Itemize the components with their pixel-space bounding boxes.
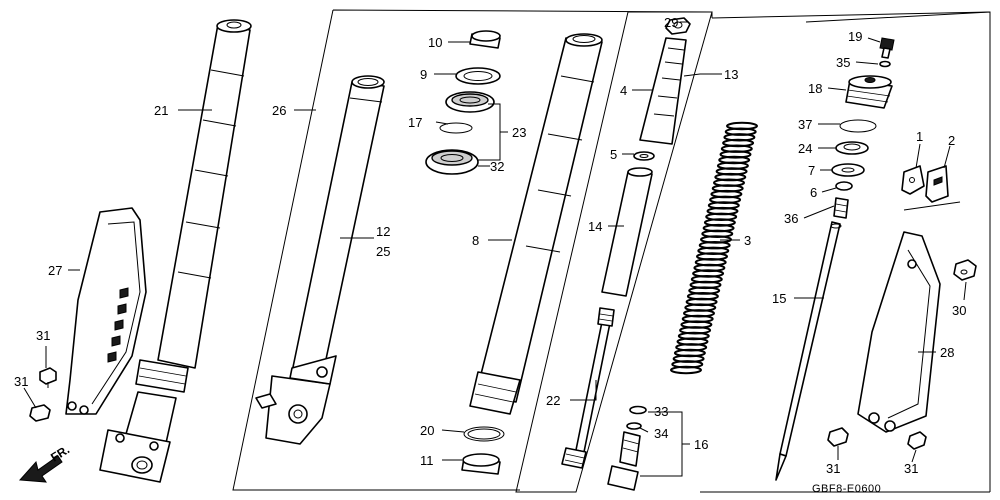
- callout-14: 14: [588, 219, 602, 234]
- callout-2: 2: [948, 133, 955, 148]
- spacer-36: [833, 197, 849, 219]
- callout-31-left-a: 31: [36, 328, 50, 343]
- bracket-1: [901, 165, 925, 195]
- front-direction-arrow: FR.: [18, 442, 72, 483]
- callout-25: 25: [376, 244, 390, 259]
- callout-35: 35: [836, 55, 850, 70]
- callout-15: 15: [772, 291, 786, 306]
- damper-rod-22: [561, 307, 615, 469]
- fork-spring-3: [670, 121, 758, 375]
- back-up-ring-9: [455, 67, 501, 85]
- callout-24: 24: [798, 141, 812, 156]
- callout-3: 3: [744, 233, 751, 248]
- bolt-31-lower-right-a: [827, 427, 849, 447]
- fork-piston-damper-4: [639, 37, 687, 145]
- bolt-30: [953, 259, 977, 281]
- callout-31-left-b: 31: [14, 374, 28, 389]
- center-bolt-16: [607, 431, 641, 491]
- bracket-2: [925, 165, 949, 203]
- callout-6: 6: [810, 185, 817, 200]
- push-rod-15: [775, 221, 842, 481]
- leader-lines: [23, 21, 967, 477]
- fork-guard-left: [65, 207, 147, 415]
- diagram-code: GBF8-E0600: [812, 483, 881, 495]
- nut-6: [835, 181, 853, 191]
- washer-5: [633, 151, 655, 161]
- callout-10: 10: [428, 35, 442, 50]
- o-ring-35: [879, 60, 891, 68]
- callout-5: 5: [610, 147, 617, 162]
- callout-17: 17: [408, 115, 422, 130]
- guide-bushing-20: [463, 426, 505, 442]
- bolt-31-lower-right-b: [907, 431, 927, 450]
- callout-34: 34: [654, 426, 668, 441]
- fork-cap-18: [845, 75, 893, 109]
- dust-seal-32: [425, 149, 479, 175]
- fork-bolt-19: [879, 37, 895, 59]
- callout-11: 11: [420, 453, 434, 468]
- slide-bushing-11: [461, 453, 501, 475]
- callout-12: 12: [376, 224, 390, 239]
- callout-23: 23: [512, 125, 526, 140]
- callout-26: 26: [272, 103, 286, 118]
- callout-9: 9: [420, 67, 427, 82]
- callout-7: 7: [808, 163, 815, 178]
- bolt-31-upper-left: [39, 367, 57, 388]
- o-ring-34: [626, 422, 642, 430]
- stopper-ring-17: [439, 122, 473, 134]
- washer-33: [629, 405, 647, 415]
- callout-30: 30: [952, 303, 966, 318]
- callout-28: 28: [940, 345, 954, 360]
- callout-37: 37: [798, 117, 812, 132]
- oil-seal-23: [445, 91, 495, 113]
- callout-20: 20: [420, 423, 434, 438]
- callout-4: 4: [620, 83, 627, 98]
- exploded-view-frame: [232, 9, 991, 493]
- callout-labels: 21 26 12 25 10 9 17 23 32 8 20 11 22 29 …: [14, 15, 966, 495]
- callout-18: 18: [808, 81, 822, 96]
- slide-bushing-10: [469, 30, 501, 49]
- spring-seat-24: [835, 141, 869, 155]
- callout-8: 8: [472, 233, 479, 248]
- callout-31-right-a: 31: [826, 461, 840, 476]
- fork-assembly-left: [99, 19, 252, 483]
- callout-33: 33: [654, 404, 668, 419]
- callout-27: 27: [48, 263, 62, 278]
- fork-guard-right: [857, 231, 941, 433]
- inner-tube-12-25: [255, 75, 385, 445]
- callout-29: 29: [664, 15, 678, 30]
- callout-13: 13: [724, 67, 738, 82]
- callout-36: 36: [784, 211, 798, 226]
- o-ring-37: [839, 119, 877, 133]
- callout-21: 21: [154, 103, 168, 118]
- fork-pipe-14: [601, 167, 653, 297]
- washer-7: [831, 163, 865, 177]
- callout-31-right-b: 31: [904, 461, 918, 476]
- outer-tube-8: [469, 33, 603, 415]
- spring-coil: [670, 365, 702, 375]
- callout-32: 32: [490, 159, 504, 174]
- callout-1: 1: [916, 129, 923, 144]
- callout-22: 22: [546, 393, 560, 408]
- callout-16: 16: [694, 437, 708, 452]
- bolt-31-lower-left: [29, 404, 51, 422]
- callout-19: 19: [848, 29, 862, 44]
